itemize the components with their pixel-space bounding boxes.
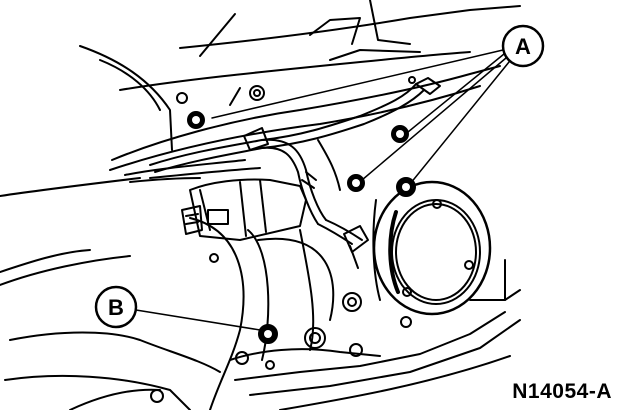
- callout-a-label: A: [515, 34, 531, 59]
- callout-b-label: B: [108, 295, 124, 320]
- door-speaker: [372, 180, 492, 316]
- callout-a: A: [211, 24, 545, 185]
- figure-id-label: N14054-A: [512, 380, 612, 403]
- fasteners: [150, 76, 416, 403]
- window-regulator-motor: [181, 178, 307, 241]
- door-inner-panel: [0, 177, 521, 410]
- door-frame: [79, 0, 521, 183]
- callout-b: B: [94, 285, 261, 331]
- wiring-harness: [149, 77, 441, 269]
